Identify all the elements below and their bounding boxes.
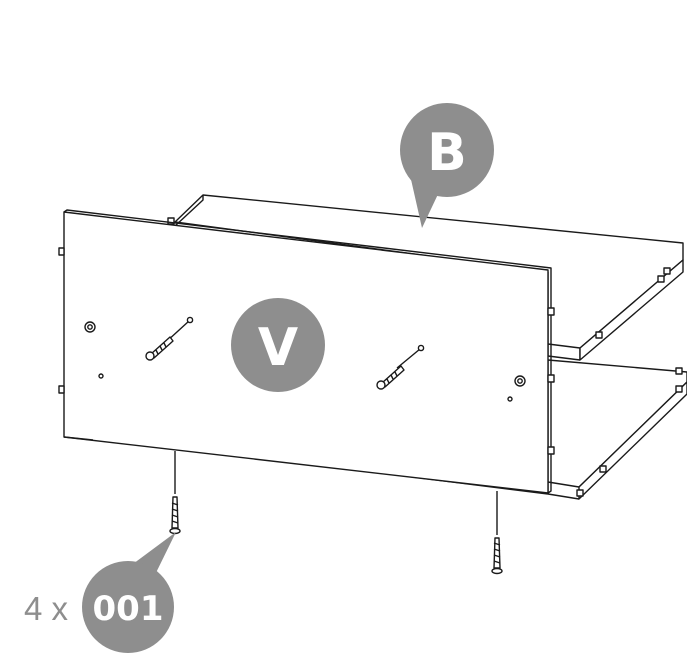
- pilot-hole: [98, 373, 104, 379]
- screw-icon: [169, 451, 181, 535]
- shelf-dowels: [167, 217, 683, 497]
- quantity-label: 4 x: [24, 590, 69, 627]
- cam-lock-icon: [514, 375, 526, 387]
- callout-panel-b: B: [400, 103, 494, 228]
- panel-b-label: B: [427, 123, 467, 183]
- screw-icon: [145, 316, 194, 361]
- pilot-hole: [507, 396, 513, 402]
- dowel-icon: [167, 217, 175, 225]
- dowel-icon: [595, 331, 603, 339]
- cam-lock-icon: [84, 321, 96, 333]
- callout-panel-v: V: [231, 298, 325, 392]
- screw-icon: [491, 491, 503, 575]
- screw-icon: [376, 344, 425, 390]
- callout-part-001: 001: [82, 532, 176, 653]
- dowel-icon: [675, 367, 683, 375]
- dowel-icon: [657, 275, 665, 283]
- dowel-icon: [675, 385, 683, 393]
- panel-v-label: V: [258, 318, 298, 378]
- dowel-icon: [576, 489, 584, 497]
- dowel-icon: [599, 465, 607, 473]
- part-number-label: 001: [93, 589, 164, 629]
- dowel-icon: [663, 267, 671, 275]
